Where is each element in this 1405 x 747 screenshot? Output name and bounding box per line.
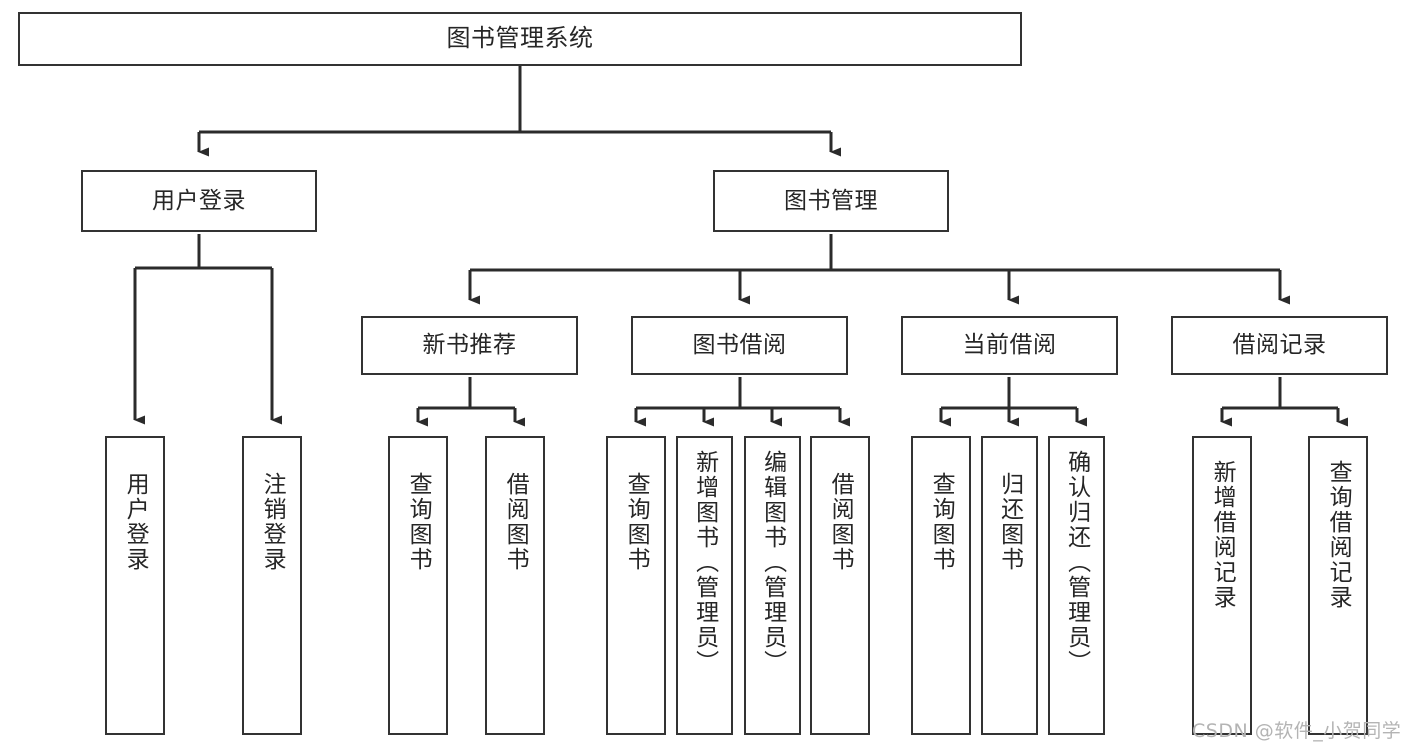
node-label: 图书管理系统 (446, 24, 594, 53)
node-leaf-return-book[interactable]: 归还图书 (981, 436, 1038, 735)
node-leaf-query-borrow-record[interactable]: 查询借阅记录 (1308, 436, 1368, 735)
node-label: 借阅图书 (502, 472, 529, 572)
node-leaf-user-login[interactable]: 用户登录 (105, 436, 165, 735)
node-root-book-management-system[interactable]: 图书管理系统 (18, 12, 1022, 66)
node-label: 用户登录 (122, 472, 149, 572)
node-label: 注销登录 (259, 472, 286, 572)
node-leaf-edit-book-admin[interactable]: 编辑图书（管理员） (744, 436, 801, 735)
node-current-borrow[interactable]: 当前借阅 (901, 316, 1118, 375)
node-label: 确认归还（管理员） (1063, 450, 1090, 675)
node-leaf-query-book-current[interactable]: 查询图书 (911, 436, 971, 735)
csdn-watermark: CSDN @软件_小贺同学 (1192, 720, 1402, 742)
node-leaf-logout[interactable]: 注销登录 (242, 436, 302, 735)
node-label: 新增图书（管理员） (691, 450, 718, 675)
node-new-book-recommend[interactable]: 新书推荐 (361, 316, 578, 375)
node-label: 借阅图书 (827, 472, 854, 572)
node-label: 查询借阅记录 (1325, 460, 1352, 610)
node-label: 查询图书 (928, 472, 955, 572)
node-label: 当前借阅 (962, 332, 1057, 359)
node-label: 用户登录 (152, 187, 246, 214)
node-book-management[interactable]: 图书管理 (713, 170, 949, 232)
node-leaf-query-book-new[interactable]: 查询图书 (388, 436, 448, 735)
node-leaf-add-borrow-record[interactable]: 新增借阅记录 (1192, 436, 1252, 735)
node-label: 归还图书 (996, 472, 1023, 572)
node-book-borrow[interactable]: 图书借阅 (631, 316, 848, 375)
node-user-login[interactable]: 用户登录 (81, 170, 317, 232)
node-label: 图书管理 (784, 187, 878, 214)
node-label: 图书借阅 (692, 332, 787, 359)
node-leaf-borrow-book-borrow[interactable]: 借阅图书 (810, 436, 870, 735)
node-leaf-borrow-book-new[interactable]: 借阅图书 (485, 436, 545, 735)
node-borrow-record[interactable]: 借阅记录 (1171, 316, 1388, 375)
node-label: 编辑图书（管理员） (759, 450, 786, 675)
node-label: 新增借阅记录 (1209, 460, 1236, 610)
node-leaf-query-book-borrow[interactable]: 查询图书 (606, 436, 666, 735)
node-leaf-confirm-return-admin[interactable]: 确认归还（管理员） (1048, 436, 1105, 735)
node-label: 查询图书 (405, 472, 432, 572)
node-label: 查询图书 (623, 472, 650, 572)
node-label: 借阅记录 (1232, 332, 1327, 359)
node-leaf-add-book-admin[interactable]: 新增图书（管理员） (676, 436, 733, 735)
node-label: 新书推荐 (422, 332, 517, 359)
